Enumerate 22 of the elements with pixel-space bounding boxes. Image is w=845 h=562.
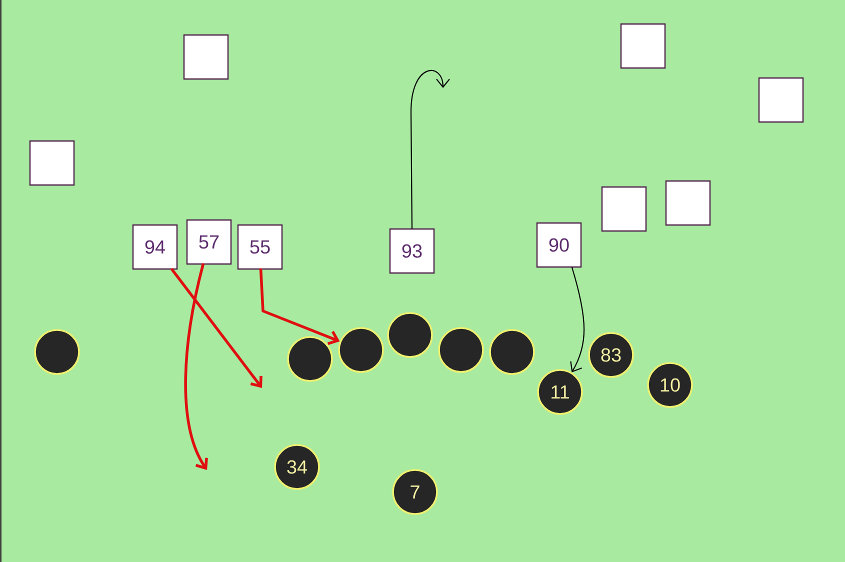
arrow (570, 267, 585, 372)
player-circle (287, 336, 333, 382)
player-square (665, 180, 711, 226)
player-square: 94 (132, 224, 178, 270)
player-square (601, 186, 647, 232)
player-circle (489, 329, 535, 375)
player-square: 57 (186, 219, 232, 265)
player-circle (338, 327, 384, 373)
arrow (184, 263, 208, 470)
player-square: 55 (237, 224, 283, 270)
player-circle (34, 329, 80, 375)
player-circle (387, 312, 433, 358)
arrow (410, 70, 450, 229)
player-square (620, 23, 666, 69)
player-square: 90 (536, 222, 582, 268)
arrow (170, 268, 262, 388)
arrow (259, 268, 340, 346)
player-square (183, 34, 229, 80)
player-square (29, 140, 75, 186)
player-square (758, 77, 804, 123)
player-circle (438, 327, 484, 373)
player-square: 93 (389, 228, 435, 274)
